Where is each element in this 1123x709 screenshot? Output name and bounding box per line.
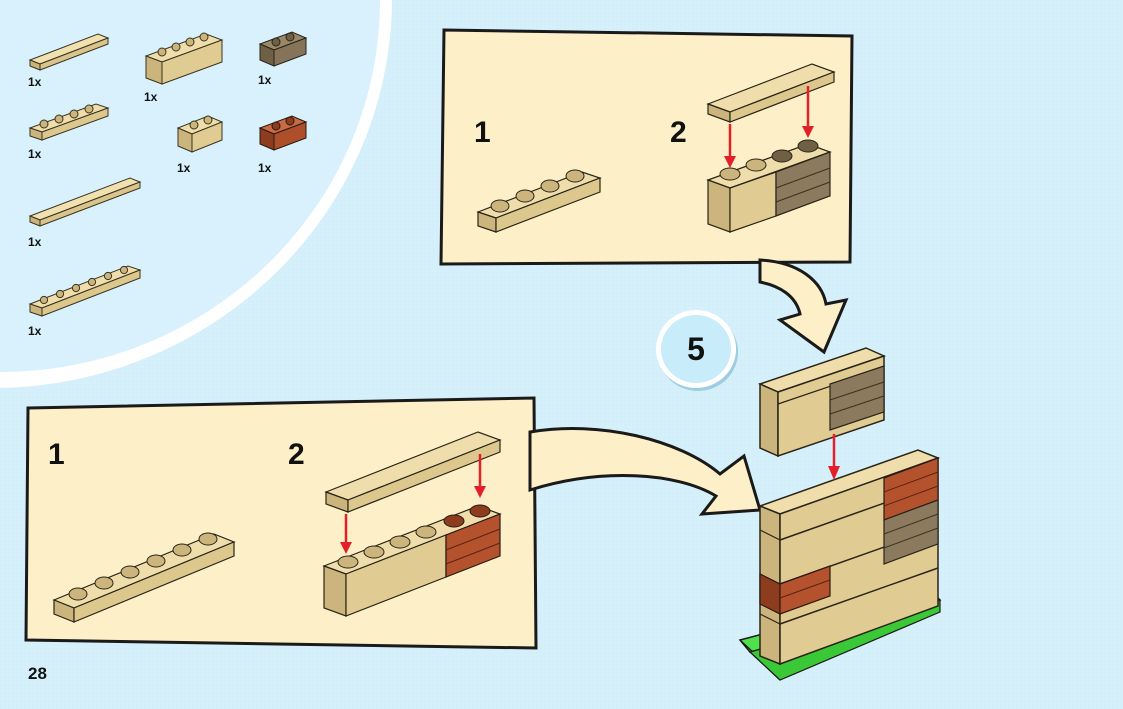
part-qty: 1x	[177, 161, 190, 175]
substep-number: 1	[474, 116, 491, 150]
part-qty: 1x	[258, 73, 271, 87]
page-number: 28	[28, 664, 47, 684]
part-qty: 1x	[28, 324, 41, 338]
sub-assembly-top-panel	[441, 30, 852, 264]
substep-number: 2	[288, 438, 305, 472]
sub-assembly-bottom-panel	[26, 398, 536, 648]
substep-number: 2	[670, 116, 687, 150]
part-qty: 1x	[28, 147, 41, 161]
substep-number: 1	[48, 438, 65, 472]
part-qty: 1x	[144, 90, 157, 104]
step-number-badge: 5	[656, 310, 736, 388]
part-qty: 1x	[28, 75, 41, 89]
part-qty: 1x	[28, 235, 41, 249]
part-qty: 1x	[258, 161, 271, 175]
